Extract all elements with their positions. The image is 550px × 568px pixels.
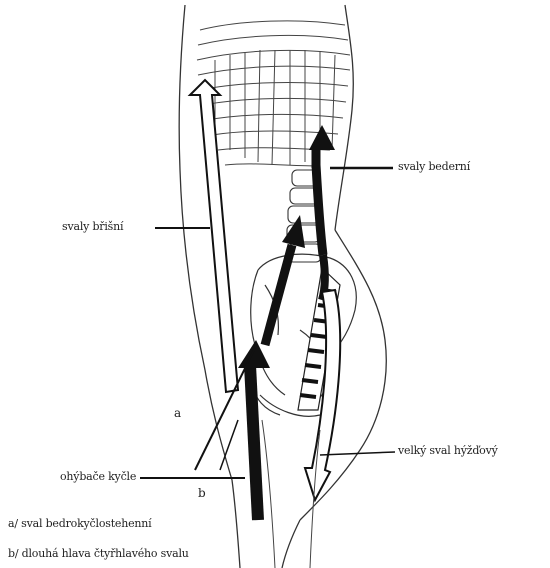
leg-outline [262, 420, 320, 568]
marker-b: b [198, 486, 205, 500]
label-gluteus: velký sval hýžďový [398, 444, 498, 457]
legend-a: a/ sval bedrokyčlostehenní [8, 517, 152, 530]
label-hip-flexors: ohýbače kyčle [60, 470, 136, 483]
marker-a: a [174, 406, 181, 420]
legend-b: b/ dlouhá hlava čtyřhlavého svalu [8, 547, 189, 560]
abdominal-arrow [190, 80, 238, 392]
label-lumbar: svaly bederní [398, 160, 470, 173]
spine-diagonal-arrow [265, 215, 305, 345]
label-abdominal: svaly břišní [62, 220, 123, 233]
quadriceps-arrow [238, 340, 270, 520]
